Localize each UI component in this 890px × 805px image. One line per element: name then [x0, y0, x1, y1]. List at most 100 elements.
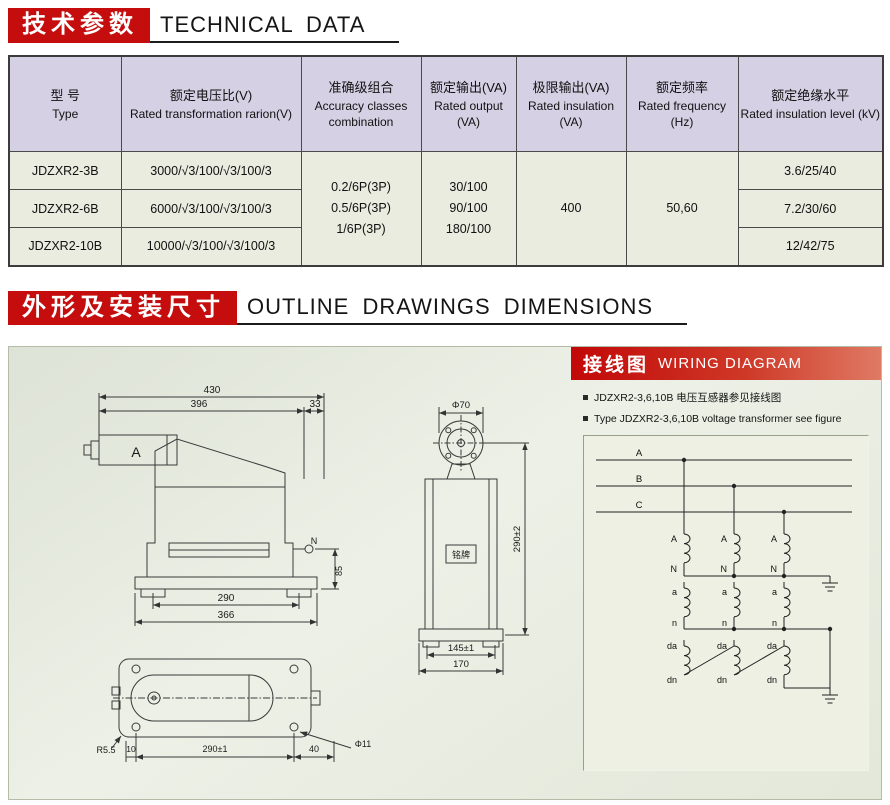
cell-level-2: 7.2/30/60 [737, 189, 884, 229]
cell-type-1: JDZXR2-3B [8, 151, 122, 191]
col-header-limit-cn: 极限输出(VA) [532, 80, 610, 96]
cell-level-3: 12/42/75 [737, 227, 884, 267]
wiring-note-1: JDZXR2-3,6,10B 电压互感器参见接线图 [583, 392, 875, 405]
bullet-icon [583, 416, 588, 422]
front-view-dimension-labels: 430 396 33 A N 85 290 366 [131, 385, 344, 621]
cell-limit-output: 400 [515, 151, 627, 267]
technical-data-table: 型 号 Type 额定电压比(V) Rated transformation r… [8, 54, 884, 267]
nameplate-label: 铭牌 [452, 549, 470, 560]
cell-frequency: 50,60 [625, 151, 739, 267]
terminal-a: a [672, 587, 677, 597]
phase-b-label: B [636, 474, 642, 485]
bottom-view-drawing [111, 658, 352, 763]
outline-section-badge: 外形及安装尺寸 [8, 290, 237, 326]
col-header-output-cn: 额定输出(VA) [429, 80, 508, 96]
table-row: JDZXR2-6B 6000/√3/100/√3/100/3 7.2/30/60 [8, 189, 884, 229]
terminal-N: N [721, 564, 728, 574]
col-header-ratio-cn: 额定电压比(V) [169, 88, 253, 104]
cell-level-1: 3.6/25/40 [737, 151, 884, 191]
wiring-diagram-box: A B C A A A N N N a a a n [583, 435, 869, 772]
output-line-3: 180/100 [445, 221, 492, 236]
col-header-accuracy: 准确级组合 Accuracy classes combination [300, 55, 422, 153]
outline-drawings: 430 396 33 A N 85 290 366 [83, 385, 529, 763]
dim-430: 430 [204, 385, 221, 396]
col-header-ratio: 额定电压比(V) Rated transformation rarion(V) [120, 55, 302, 153]
tech-section-title: TECHNICAL DATA [150, 12, 400, 43]
terminal-da: da [767, 641, 777, 651]
terminal-n: n [772, 618, 777, 628]
terminal-da: da [667, 641, 677, 651]
wiring-title-en: WIRING DIAGRAM [658, 355, 803, 373]
col-header-type: 型 号 Type [8, 55, 122, 153]
dim-290pm2: 290±2 [512, 526, 523, 552]
col-header-frequency-en: Rated frequency (Hz) [637, 99, 727, 129]
dim-366: 366 [218, 610, 235, 621]
col-header-type-en: Type [52, 107, 79, 122]
dim-33: 33 [309, 399, 321, 410]
terminal-N: N [671, 564, 678, 574]
cell-type-2: JDZXR2-6B [8, 189, 122, 229]
accuracy-line-1: 0.2/6P(3P) [331, 180, 391, 195]
phase-a-label: A [636, 448, 643, 459]
dim-phi70: Φ70 [452, 400, 470, 411]
terminal-A: A [671, 534, 677, 544]
wiring-note-2-text: Type JDZXR2-3,6,10B voltage transformer … [594, 413, 842, 426]
terminal-n: n [672, 618, 677, 628]
cell-ratio-2: 6000/√3/100/√3/100/3 [120, 189, 302, 229]
wiring-diagram: A B C A A A N N N a a a n [596, 448, 852, 704]
col-header-accuracy-en: Accuracy classes combination [314, 99, 408, 129]
dim-10: 10 [126, 744, 136, 754]
dim-phi11: Φ11 [355, 739, 372, 749]
col-header-frequency: 额定频率 Rated frequency (Hz) [625, 55, 739, 153]
dim-170: 170 [453, 659, 469, 670]
terminal-a: a [772, 587, 777, 597]
col-header-accuracy-cn: 准确级组合 [328, 80, 394, 96]
front-view-drawing [83, 393, 339, 627]
cell-type-3: JDZXR2-10B [8, 227, 122, 267]
dim-r5-5: R5.5 [96, 745, 115, 755]
terminal-n-label: N [311, 536, 318, 546]
col-header-limit-en: Rated insulation (VA) [527, 99, 615, 129]
col-header-output: 额定输出(VA) Rated output (VA) [420, 55, 517, 153]
terminal-A: A [721, 534, 727, 544]
accuracy-line-2: 0.5/6P(3P) [331, 201, 391, 216]
col-header-level-cn: 额定绝缘水平 [771, 88, 850, 104]
terminal-dn: dn [667, 675, 677, 685]
side-view-dimension-labels: Φ70 铭牌 290±2 145±1 170 [448, 400, 523, 670]
terminal-N: N [771, 564, 778, 574]
dim-40: 40 [309, 744, 319, 754]
wiring-junction-dots [681, 458, 833, 632]
dim-290pm1: 290±1 [203, 744, 228, 754]
bottom-view-dimension-labels: R5.5 10 290±1 40 Φ11 [96, 739, 371, 755]
table-header-row: 型 号 Type 额定电压比(V) Rated transformation r… [8, 55, 884, 153]
col-header-frequency-cn: 额定频率 [655, 80, 708, 96]
output-line-1: 30/100 [449, 180, 488, 195]
outline-section-header: 外形及安装尺寸 OUTLINE DRAWINGS DIMENSIONS [8, 290, 882, 326]
tech-section-badge: 技术参数 [8, 8, 150, 43]
terminal-dn: dn [767, 675, 777, 685]
terminal-da: da [717, 641, 727, 651]
wiring-title-cn: 接线图 [583, 355, 650, 377]
table-row: JDZXR2-10B 10000/√3/100/√3/100/3 12/42/7… [8, 227, 884, 267]
outline-drawing-area: 430 396 33 A N 85 290 366 [8, 346, 882, 801]
col-header-level: 额定绝缘水平 Rated insulation level (kV) [737, 55, 884, 153]
cell-rated-output: 30/100 90/100 180/100 [420, 151, 517, 267]
wiring-phase-labels: A B C [636, 448, 643, 511]
dim-145pm1: 145±1 [448, 643, 474, 654]
wiring-notes: JDZXR2-3,6,10B 电压互感器参见接线图 Type JDZXR2-3,… [571, 380, 881, 426]
wiring-header: 接线图 WIRING DIAGRAM [571, 347, 881, 381]
table-row: JDZXR2-3B 3000/√3/100/√3/100/3 0.2/6P(3P… [8, 151, 884, 267]
terminal-a: a [722, 587, 727, 597]
tech-section-header: 技术参数 TECHNICAL DATA [8, 8, 882, 43]
col-header-output-en: Rated output (VA) [434, 99, 503, 129]
dim-290: 290 [218, 593, 235, 604]
phase-c-label: C [636, 500, 643, 511]
col-header-limit: 极限输出(VA) Rated insulation (VA) [515, 55, 627, 153]
terminal-A: A [771, 534, 777, 544]
cell-accuracy-classes: 0.2/6P(3P) 0.5/6P(3P) 1/6P(3P) [300, 151, 422, 267]
terminal-n: n [722, 618, 727, 628]
outline-section-title: OUTLINE DRAWINGS DIMENSIONS [237, 294, 688, 326]
output-line-2: 90/100 [449, 201, 488, 216]
terminal-dn: dn [717, 675, 727, 685]
